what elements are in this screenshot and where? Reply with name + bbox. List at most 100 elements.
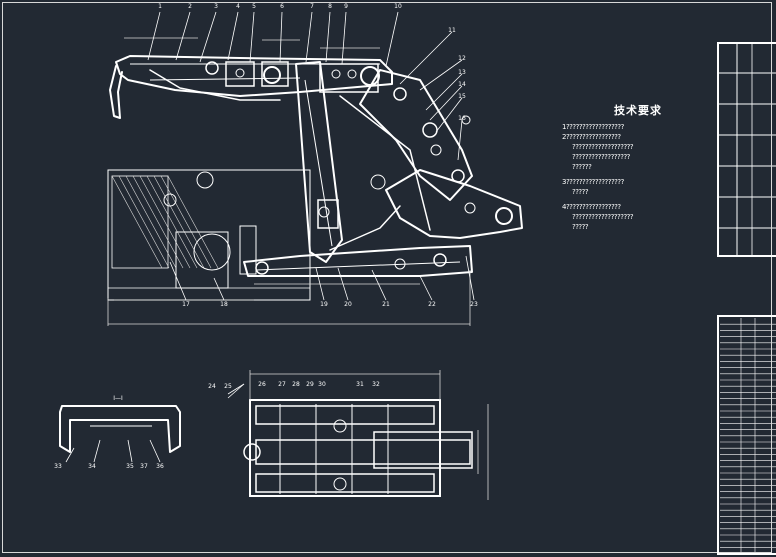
- boom-pin: [235, 68, 245, 78]
- leader-line: [249, 11, 255, 63]
- section-view: [59, 405, 181, 453]
- track-pin: [255, 261, 269, 275]
- balloon-number: 19: [320, 301, 328, 308]
- tech-requirement-line: ??????????????????: [572, 153, 630, 161]
- parameter-table: [717, 42, 776, 257]
- balloon-number: 1: [158, 3, 162, 10]
- leader-line: [337, 267, 349, 301]
- balloon-number: 29: [306, 381, 314, 388]
- leader-line: [149, 439, 161, 463]
- arm-vertical: [295, 61, 343, 263]
- balloon-number: 27: [278, 381, 286, 388]
- leader-line: [465, 255, 475, 301]
- balloon-number: 25: [224, 383, 232, 390]
- boom-hook: [109, 65, 123, 119]
- valve-block: [239, 225, 257, 275]
- tech-requirement-line: 2?????????????????: [562, 133, 621, 141]
- hatch-line: [125, 175, 177, 269]
- balloon-number: 7: [310, 3, 314, 10]
- arm-cylinder-block: [317, 199, 339, 229]
- leader-line: [227, 11, 239, 61]
- leader-line: [127, 439, 133, 463]
- leader-line: [65, 447, 75, 463]
- balloon-number: 10: [394, 3, 402, 10]
- balloon-number: 23: [470, 301, 478, 308]
- balloon-number: 11: [448, 27, 456, 34]
- boom-pin: [360, 66, 380, 86]
- leader-line: [325, 11, 331, 63]
- hatch-line: [153, 175, 205, 269]
- balloon-number: 6: [280, 3, 284, 10]
- leader-line: [385, 11, 399, 67]
- track-pin: [433, 253, 447, 267]
- leader-line: [419, 59, 463, 91]
- balloon-number: 32: [372, 381, 380, 388]
- boom-block: [225, 61, 255, 87]
- section-label: I—I: [113, 395, 123, 402]
- boom-pin: [347, 69, 357, 79]
- leader-line: [341, 11, 347, 65]
- hatch-line: [146, 175, 198, 269]
- balloon-number: 8: [328, 3, 332, 10]
- balloon-number: 30: [318, 381, 326, 388]
- boom-lower-arm: [149, 69, 281, 101]
- plan-pin: [333, 477, 347, 491]
- balloon-number: 14: [458, 81, 466, 88]
- plan-rail: [255, 405, 435, 425]
- tech-requirements-list: 1??????????????????2????????????????????…: [562, 122, 657, 232]
- balloon-number: 3: [214, 3, 218, 10]
- plan-rail: [255, 473, 435, 493]
- plan-pivot: [243, 443, 261, 461]
- plan-frame: [249, 399, 441, 497]
- balloon-number: 12: [458, 55, 466, 62]
- leader-line: [435, 97, 463, 133]
- plan-beam: [255, 439, 471, 465]
- balloon-number: 26: [258, 381, 266, 388]
- rear-boom: [385, 169, 523, 239]
- lift-link: [339, 95, 431, 231]
- leader-line: [213, 277, 225, 301]
- balloon-number: 16: [458, 115, 466, 122]
- boom-block: [261, 61, 289, 87]
- tech-requirement-line: ?????: [572, 223, 589, 231]
- chassis-outline: [107, 169, 311, 301]
- balloon-number: 37: [140, 463, 148, 470]
- leader-line: [305, 11, 313, 63]
- lift-pin: [370, 174, 386, 190]
- tech-requirement-line: ???????????????????: [572, 143, 634, 151]
- balloon-number: 33: [54, 463, 62, 470]
- motor-housing: [175, 231, 229, 289]
- hatch-line: [139, 175, 191, 269]
- tech-requirements-title: 技术要求: [614, 104, 662, 117]
- pivot-circle: [163, 193, 177, 207]
- boom-pin: [331, 69, 341, 79]
- leader-line: [371, 269, 387, 301]
- tech-requirement-line: ?????: [572, 188, 589, 196]
- lift-pin: [430, 144, 442, 156]
- balloon-number: 21: [382, 301, 390, 308]
- lift-arm: [359, 69, 473, 201]
- plan-cylinder: [373, 431, 473, 469]
- leader-line: [93, 439, 101, 463]
- track-frame: [243, 245, 473, 277]
- motor-circle: [193, 233, 231, 271]
- balloon-number: 31: [356, 381, 364, 388]
- boom-inner-line: [149, 77, 301, 81]
- parts-list-table: [717, 315, 776, 555]
- hatch-line: [167, 175, 219, 269]
- leader-line: [147, 11, 161, 61]
- boom-pin: [205, 61, 219, 75]
- tech-requirement-line: ??????: [572, 163, 592, 171]
- tech-requirement-line: 4?????????????????: [562, 203, 621, 211]
- leader-line: [227, 383, 245, 399]
- pivot-circle: [196, 171, 214, 189]
- tech-requirement-line: 3??????????????????: [562, 178, 624, 186]
- lift-pin: [422, 122, 438, 138]
- leader-line: [175, 11, 191, 61]
- track-inner: [255, 261, 461, 271]
- lift-pin: [393, 87, 407, 101]
- rear-pin: [464, 202, 476, 214]
- leader-line: [399, 31, 453, 85]
